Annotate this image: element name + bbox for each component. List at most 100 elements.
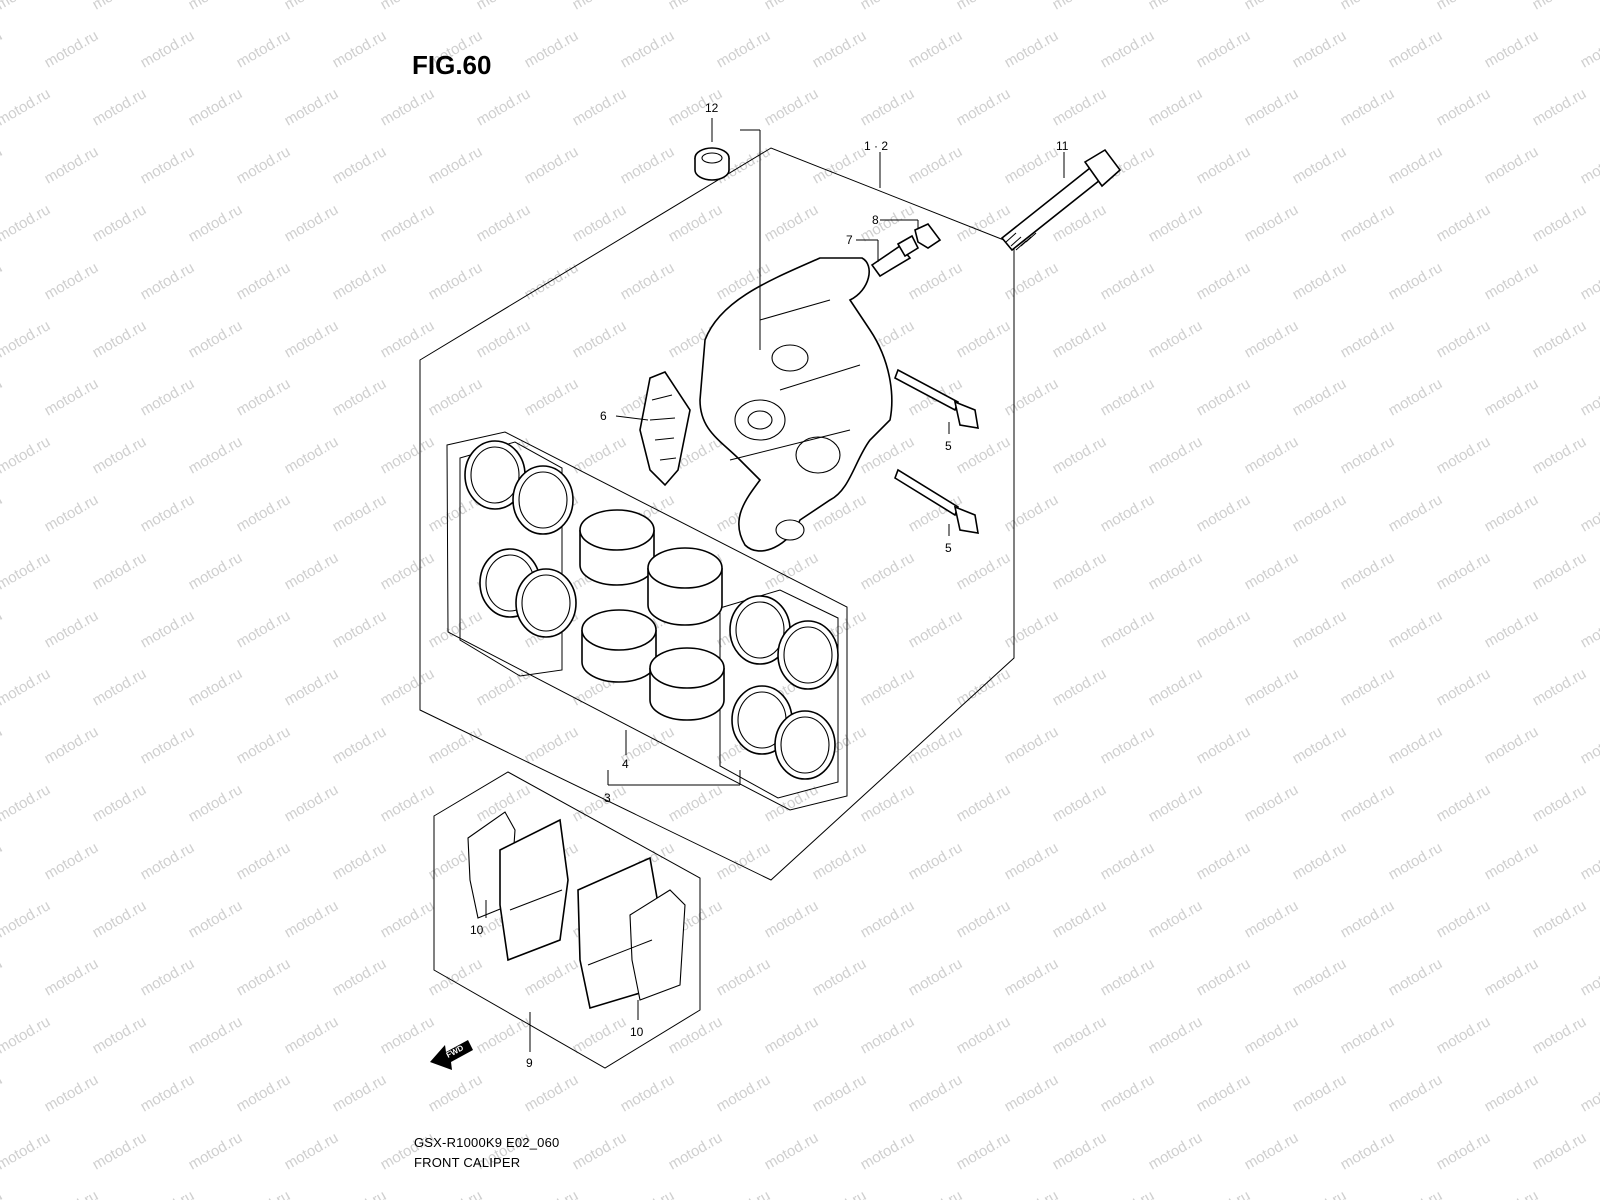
watermark-text: motod.ru [1578, 607, 1600, 651]
watermark-text: motod.ru [762, 897, 822, 941]
watermark-text: motod.ru [234, 259, 294, 303]
watermark-text: motod.ru [0, 0, 53, 13]
callout-10-left: 10 [470, 923, 484, 937]
watermark-text: motod.ru [1434, 781, 1494, 825]
pistons [579, 509, 725, 721]
watermark-text: motod.ru [1098, 955, 1158, 999]
watermark-text: motod.ru [1050, 897, 1110, 941]
watermark-text: motod.ru [0, 491, 5, 535]
watermark-text: motod.ru [474, 317, 534, 361]
watermark-text: motod.ru [1338, 1013, 1398, 1057]
watermark-text: motod.ru [1242, 85, 1302, 129]
watermark-text: motod.ru [906, 27, 966, 71]
watermark-text: motod.ru [426, 607, 486, 651]
watermark-text: motod.ru [1050, 1013, 1110, 1057]
watermark-text: motod.ru [0, 259, 5, 303]
watermark-text: motod.ru [522, 723, 582, 767]
watermark-text: motod.ru [1386, 259, 1446, 303]
watermark-text: motod.ru [186, 781, 246, 825]
watermark-text: motod.ru [1290, 955, 1350, 999]
watermark-text: motod.ru [1434, 317, 1494, 361]
watermark-text: motod.ru [186, 897, 246, 941]
watermark-text: motod.ru [1434, 665, 1494, 709]
watermark-text: motod.ru [1386, 375, 1446, 419]
watermark-text: motod.ru [0, 375, 5, 419]
watermark-text: motod.ru [1290, 143, 1350, 187]
watermark-text: motod.ru [1002, 143, 1062, 187]
watermark-text: motod.ru [1578, 491, 1600, 535]
watermark-text: motod.ru [1338, 549, 1398, 593]
watermark-text: motod.ru [234, 607, 294, 651]
watermark-text: motod.ru [42, 375, 102, 419]
watermark-text: motod.ru [570, 85, 630, 129]
watermark-text: motod.ru [1194, 839, 1254, 883]
watermark-text: motod.ru [1098, 491, 1158, 535]
watermark-text: motod.ru [522, 27, 582, 71]
watermark-text: motod.ru [234, 143, 294, 187]
watermark-text: motod.ru [90, 201, 150, 245]
bushing-part [694, 147, 730, 181]
watermark-text: motod.ru [570, 317, 630, 361]
watermark-text: motod.ru [954, 549, 1014, 593]
watermark-text: motod.ru [1386, 143, 1446, 187]
watermark-text: motod.ru [1530, 201, 1590, 245]
watermark-text: motod.ru [618, 259, 678, 303]
watermark-text: motod.ru [906, 955, 966, 999]
watermark-text: motod.ru [762, 549, 822, 593]
watermark-text: motod.ru [1338, 665, 1398, 709]
watermark-text: motod.ru [0, 143, 5, 187]
watermark-text: motod.ru [138, 1071, 198, 1115]
watermark-text: motod.ru [762, 1129, 822, 1173]
watermark-text: motod.ru [1482, 1187, 1542, 1200]
watermark-text: motod.ru [1482, 955, 1542, 999]
callout-5-upper: 5 [945, 439, 952, 453]
watermark-text: motod.ru [42, 1187, 102, 1200]
watermark-text: motod.ru [1194, 375, 1254, 419]
watermark-text: motod.ru [570, 1129, 630, 1173]
watermark-text: motod.ru [858, 897, 918, 941]
watermark-text: motod.ru [1098, 27, 1158, 71]
brake-pad-left [467, 811, 569, 962]
watermark-text: motod.ru [1146, 1013, 1206, 1057]
watermark-text: motod.ru [282, 433, 342, 477]
watermark-text: motod.ru [858, 1013, 918, 1057]
watermark-text: motod.ru [378, 85, 438, 129]
watermark-text: motod.ru [810, 839, 870, 883]
watermark-text: motod.ru [186, 317, 246, 361]
watermark-text: motod.ru [522, 1071, 582, 1115]
watermark-text: motod.ru [1194, 723, 1254, 767]
watermark-text: motod.ru [330, 839, 390, 883]
watermark-text: motod.ru [1290, 259, 1350, 303]
callout-7: 7 [846, 233, 853, 247]
watermark-text: motod.ru [186, 549, 246, 593]
watermark-text: motod.ru [810, 1071, 870, 1115]
watermark-text: motod.ru [186, 665, 246, 709]
watermark-text: motod.ru [1386, 839, 1446, 883]
watermark-text: motod.ru [1098, 259, 1158, 303]
watermark-text: motod.ru [1434, 0, 1494, 13]
watermark-text: motod.ru [714, 1187, 774, 1200]
watermark-text: motod.ru [954, 1013, 1014, 1057]
watermark-text: motod.ru [762, 781, 822, 825]
watermark-text: motod.ru [522, 375, 582, 419]
watermark-text: motod.ru [42, 839, 102, 883]
watermark-text: motod.ru [90, 781, 150, 825]
callout-4: 4 [622, 757, 629, 771]
watermark-text: motod.ru [1146, 897, 1206, 941]
watermark-text: motod.ru [378, 665, 438, 709]
watermark-text: motod.ru [42, 143, 102, 187]
watermark-text: motod.ru [378, 1013, 438, 1057]
watermark-text: motod.ru [618, 143, 678, 187]
watermark-text: motod.ru [1242, 1013, 1302, 1057]
watermark-text: motod.ru [234, 839, 294, 883]
watermark-text: motod.ru [0, 665, 53, 709]
watermark-text: motod.ru [90, 897, 150, 941]
watermark-text: motod.ru [138, 955, 198, 999]
watermark-text: motod.ru [330, 27, 390, 71]
watermark-text: motod.ru [570, 781, 630, 825]
watermark-text: motod.ru [1386, 1187, 1446, 1200]
watermark-text: motod.ru [954, 0, 1014, 13]
watermark-text: motod.ru [858, 0, 918, 13]
watermark-text: motod.ru [378, 201, 438, 245]
watermark-text: motod.ru [1146, 433, 1206, 477]
